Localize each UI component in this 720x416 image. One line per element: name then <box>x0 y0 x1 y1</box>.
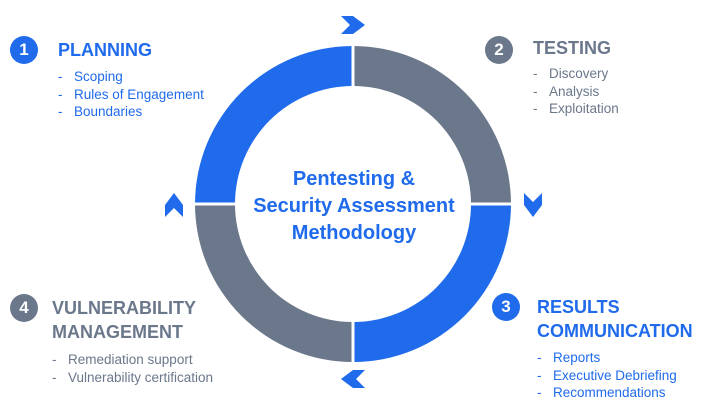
chevron-left-icon <box>341 370 365 388</box>
phase-1-number-badge: 1 <box>10 36 38 64</box>
list-item: Reports <box>537 349 677 367</box>
list-item: Discovery <box>533 65 619 83</box>
list-item: Executive Debriefing <box>537 367 677 385</box>
phase-3-title: RESULTS COMMUNICATION <box>537 297 693 341</box>
ring-segment-planning <box>195 46 353 204</box>
phase-1-items: Scoping Rules of Engagement Boundaries <box>58 68 204 121</box>
list-item: Vulnerability certification <box>52 369 213 387</box>
chevron-down-icon <box>524 193 542 217</box>
chevron-up-icon <box>165 193 183 217</box>
phase-3-items: Reports Executive Debriefing Recommendat… <box>537 349 677 402</box>
center-title: Pentesting & Security Assessment Methodo… <box>253 168 455 244</box>
phase-4-items: Remediation support Vulnerability certif… <box>52 351 213 386</box>
phase-2-number-badge: 2 <box>485 36 513 64</box>
ring-segment-testing <box>353 46 511 204</box>
list-item: Exploitation <box>533 100 619 118</box>
phase-1-title: PLANNING <box>58 40 152 60</box>
list-item: Scoping <box>58 68 204 86</box>
phase-2-items: Discovery Analysis Exploitation <box>533 65 619 118</box>
ring-segment-vulnerability <box>195 204 353 362</box>
list-item: Boundaries <box>58 103 204 121</box>
list-item: Remediation support <box>52 351 213 369</box>
chevron-right-icon <box>341 16 365 34</box>
list-item: Analysis <box>533 83 619 101</box>
phase-4-title: VULNERABILITY MANAGEMENT <box>52 298 196 342</box>
phase-3-number-badge: 3 <box>492 293 520 321</box>
list-item: Recommendations <box>537 384 677 402</box>
phase-2-title: TESTING <box>533 38 612 58</box>
ring-segment-results <box>353 204 511 362</box>
list-item: Rules of Engagement <box>58 86 204 104</box>
phase-4-number-badge: 4 <box>10 294 38 322</box>
